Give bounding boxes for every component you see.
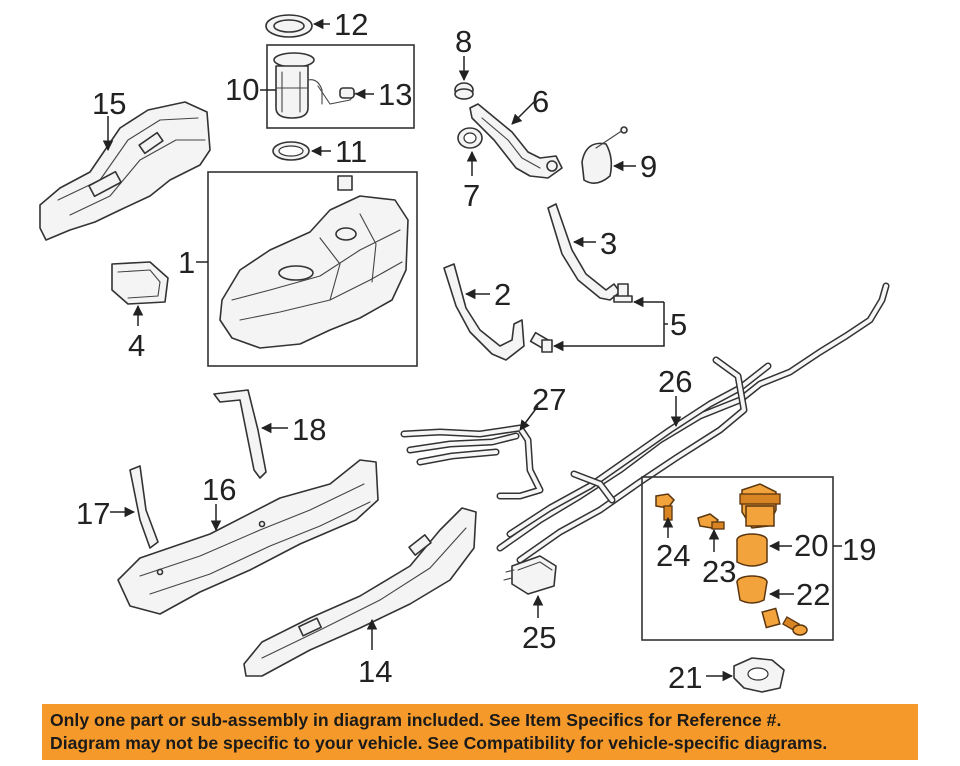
bolt-24-part (655, 493, 675, 521)
bracket-part (111, 261, 169, 305)
hose-clamp-part (457, 127, 483, 149)
callout-3: 3 (600, 226, 617, 261)
fuel-pump-group-box (266, 44, 415, 129)
skid-plate-part (117, 459, 379, 615)
callout-17: 17 (76, 496, 110, 531)
filter-cap-part (736, 575, 768, 604)
callout-10: 10 (225, 72, 259, 107)
callout-15: 15 (92, 86, 126, 121)
filler-cap-part (454, 82, 474, 100)
shield-strap-part (213, 389, 267, 479)
callout-18: 18 (292, 412, 326, 447)
fuel-filter-housing-part (739, 483, 781, 529)
callout-8: 8 (455, 24, 472, 59)
callout-12: 12 (334, 7, 368, 42)
vapor-line-part (400, 424, 544, 500)
bolt-23-part (697, 513, 725, 530)
callout-27: 27 (532, 382, 566, 417)
callout-7: 7 (463, 178, 480, 213)
callout-21: 21 (668, 660, 702, 695)
callout-1: 1 (178, 245, 195, 280)
bolt-small-part (782, 616, 808, 636)
vapor-valve-part (503, 555, 557, 595)
strap-bolt-part (529, 283, 633, 353)
callout-26: 26 (658, 364, 692, 399)
callout-14: 14 (358, 654, 392, 689)
leader-27 (519, 405, 539, 431)
tank-strap-rear-part (547, 203, 621, 301)
callout-11: 11 (335, 134, 367, 169)
disclaimer-line-2: Diagram may not be specific to your vehi… (50, 733, 828, 753)
leader-5a (552, 302, 665, 352)
fuel-pump-module-part (273, 52, 323, 119)
callout-22: 22 (796, 577, 830, 612)
leader-6 (511, 99, 537, 125)
filter-element-part (736, 533, 768, 567)
disclaimer-line-1: Only one part or sub-assembly in diagram… (50, 710, 782, 730)
callout-9: 9 (640, 149, 657, 184)
filter-bracket-part (733, 657, 785, 693)
heat-shield-part (39, 101, 211, 241)
callout-23: 23 (702, 554, 736, 589)
fuel-tank-box (207, 171, 418, 367)
fuel-tank-part (219, 175, 409, 349)
callout-25: 25 (522, 620, 556, 655)
callout-24: 24 (656, 538, 690, 573)
callout-19: 19 (842, 532, 876, 567)
callout-13: 13 (378, 77, 412, 112)
filler-housing-part (581, 126, 628, 184)
fuel-line-part (496, 282, 890, 564)
callout-6: 6 (532, 84, 549, 119)
fuel-filter-group-box (641, 476, 834, 641)
filler-pipe-part (469, 103, 563, 179)
callout-20: 20 (794, 528, 828, 563)
callout-16: 16 (202, 472, 236, 507)
seal-part (272, 141, 310, 161)
fuel-level-sender-part (317, 85, 357, 105)
callout-2: 2 (494, 277, 511, 312)
bracket-small-part (761, 607, 781, 629)
tank-strap-front-part (443, 263, 525, 361)
lock-ring-part (265, 14, 313, 38)
callout-5: 5 (670, 307, 687, 342)
callout-4: 4 (128, 328, 145, 363)
disclaimer-banner: Only one part or sub-assembly in diagram… (42, 704, 918, 760)
shield-bracket-part (129, 465, 159, 549)
side-shield-part (243, 507, 477, 677)
